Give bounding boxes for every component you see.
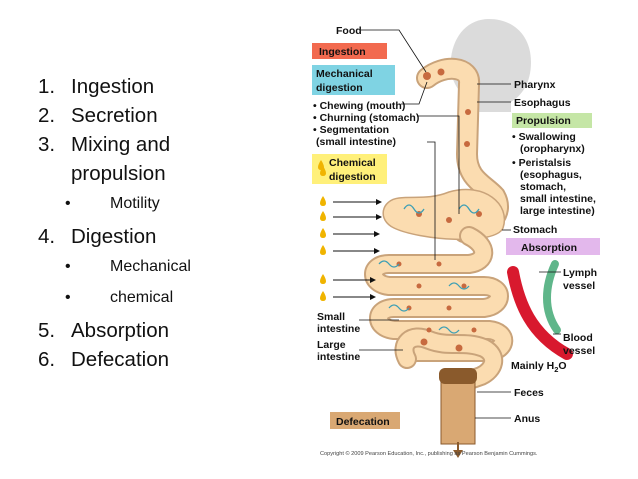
food-particle <box>426 327 432 333</box>
chemical-digestion-label-2: digestion <box>329 171 376 183</box>
food-particle <box>446 217 452 223</box>
lymph-vessel-label-2: vessel <box>563 280 595 292</box>
list-item-ingestion: 1. Ingestion <box>38 75 155 98</box>
food-particle <box>446 305 452 311</box>
ingestion-label: Ingestion <box>319 46 366 58</box>
anus-label: Anus <box>514 413 540 425</box>
large-intestine-inner <box>396 329 502 390</box>
mechanical-item-churning: • Churning (stomach) <box>313 112 419 124</box>
food-label: Food <box>336 25 362 37</box>
list-item-defecation: 6. Defecation <box>38 348 170 371</box>
sub-item-chemical: • chemical <box>65 289 174 306</box>
feces-label: Feces <box>514 387 544 399</box>
gland-drop-icon <box>320 291 326 301</box>
leader-line <box>417 115 460 214</box>
leader-lines <box>359 29 561 419</box>
list-item-mixing-propulsion: 3. Mixing and propulsion <box>38 133 171 185</box>
digestive-process-diagram: Food Ingestion Mechanical digestion • Ch… <box>312 19 600 458</box>
sub-item-mechanical: • Mechanical <box>65 258 191 275</box>
enzyme-squiggle <box>458 204 480 214</box>
food-particle <box>420 338 428 346</box>
gland-drop-icon <box>320 228 326 238</box>
propulsion-label: Propulsion <box>516 115 571 127</box>
gland-drop-icon <box>320 211 326 221</box>
gland-drop-icon <box>320 274 326 284</box>
large-intestine-label-1: Large <box>317 339 346 351</box>
large-intestine-label-2: intestine <box>317 351 360 363</box>
gland-drop-icon <box>320 196 326 206</box>
mechanical-item-chewing: • Chewing (mouth) <box>313 100 405 112</box>
absorption-box <box>506 238 600 255</box>
mainly-water-label: Mainly H2O <box>511 360 567 374</box>
stomach-label: Stomach <box>513 224 557 236</box>
enzyme-squiggles <box>378 204 480 334</box>
food-particle <box>436 261 442 267</box>
food-particle <box>455 344 463 352</box>
small-intestine-label-1: Small <box>317 311 345 323</box>
propulsion-item-oropharynx: (oropharynx) <box>520 143 585 155</box>
ingestion-box <box>312 43 387 59</box>
food-particle <box>461 283 467 289</box>
chemical-digestion-label-1: Chemical <box>329 157 376 169</box>
small-intestine-label-2: intestine <box>317 323 360 335</box>
mechanical-item-segmentation: • Segmentation <box>313 124 389 136</box>
food-particle <box>464 141 470 147</box>
enzyme-squiggle <box>448 282 470 290</box>
gland-drop-icon <box>318 160 324 170</box>
list-item-digestion: 4. Digestion <box>38 225 157 248</box>
anus-arrowhead <box>453 450 463 458</box>
list-item-secretion: 2. Secretion <box>38 104 158 127</box>
stomach <box>382 188 506 241</box>
food-particle <box>476 211 482 217</box>
leader-line <box>401 81 428 105</box>
digestive-tract <box>364 57 514 458</box>
leader-line <box>427 141 436 260</box>
enzyme-squiggle <box>378 260 400 268</box>
gland-drop-icon <box>320 166 326 176</box>
lymph-vessel <box>543 260 561 334</box>
mechanical-digestion-label-2: digestion <box>316 82 363 94</box>
copyright-notice: Copyright © 2009 Pearson Education, Inc.… <box>320 450 538 457</box>
sub-item-motility: • Motility <box>65 195 160 212</box>
secretion-inputs <box>320 166 382 301</box>
gland-drop-icon <box>320 245 326 255</box>
food-particle <box>423 72 431 80</box>
enzyme-squiggle <box>403 204 425 214</box>
blood-vessel-label-2: vessel <box>563 345 595 357</box>
propulsion-item-swallowing: • Swallowing <box>512 131 576 143</box>
defecation-box <box>330 412 400 429</box>
blood-vessel-label-1: Blood <box>563 332 593 344</box>
feces-mass <box>439 368 477 384</box>
food-particle <box>437 68 445 76</box>
food-particle <box>465 109 471 115</box>
propulsion-item-small-intestine: small intestine, <box>520 193 596 205</box>
mechanical-digestion-box <box>312 65 395 95</box>
propulsion-box <box>512 113 592 128</box>
enzyme-squiggle <box>438 326 460 334</box>
propulsion-item-stomach: stomach, <box>520 181 566 193</box>
food-particle <box>471 327 477 333</box>
small-intestine-inner <box>366 228 512 360</box>
esophagus-label: Esophagus <box>514 97 571 109</box>
propulsion-item-large-intestine: large intestine) <box>520 205 595 217</box>
rectum <box>440 373 476 445</box>
enzyme-squiggle <box>388 304 410 312</box>
mechanical-digestion-label-1: Mechanical <box>316 68 373 80</box>
propulsion-item-peristalsis: • Peristalsis <box>512 157 571 169</box>
leader-line <box>361 29 427 73</box>
propulsion-item-esophagus: (esophagus, <box>520 169 582 181</box>
defecation-label: Defecation <box>336 416 390 428</box>
food-particle <box>416 283 422 289</box>
pharynx-label: Pharynx <box>514 79 556 91</box>
absorption-label: Absorption <box>521 242 577 254</box>
blood-vessel <box>507 266 573 360</box>
lymph-vessel-label-1: Lymph <box>563 267 597 279</box>
list-item-absorption: 5. Absorption <box>38 319 170 342</box>
process-list: 1. Ingestion 2. Secretion 3. Mixing and … <box>38 72 288 374</box>
mechanical-item-small-intestine: (small intestine) <box>316 136 396 148</box>
